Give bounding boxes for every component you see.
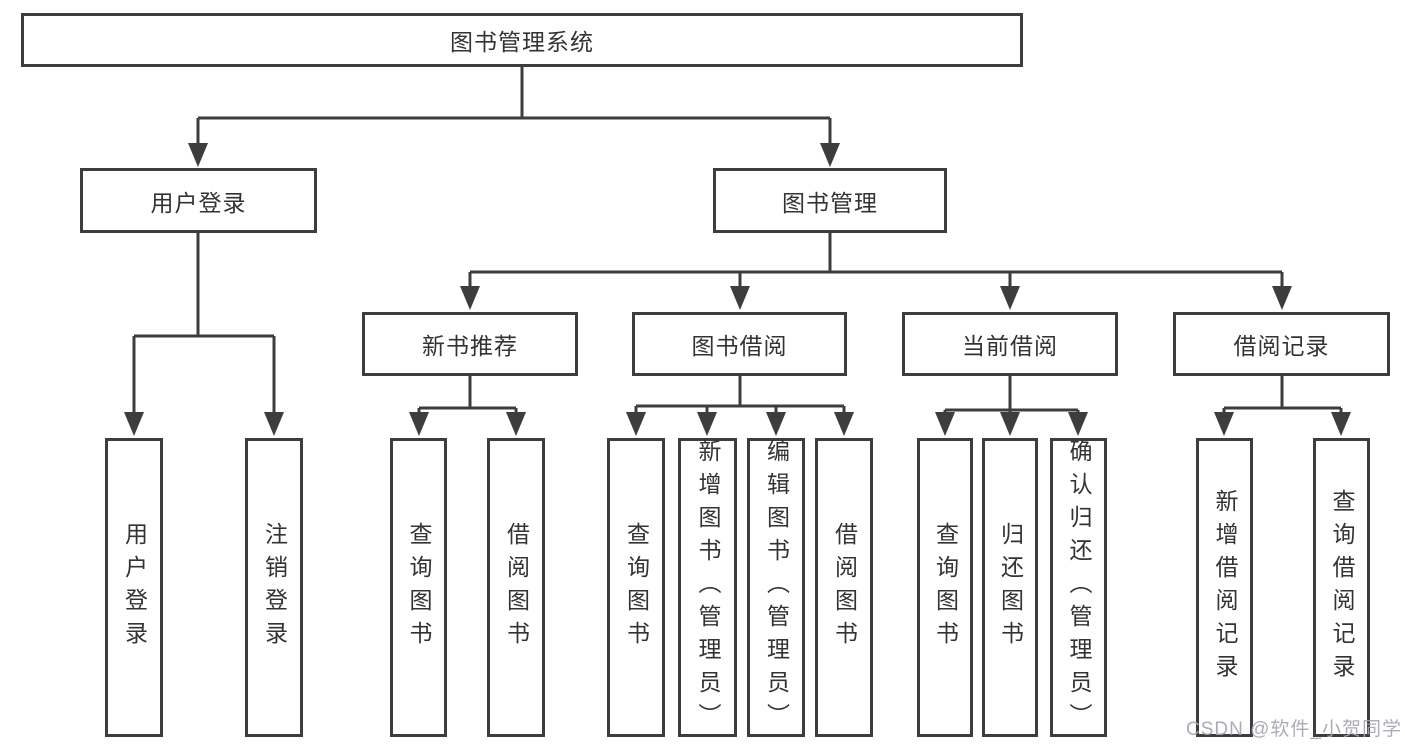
arrowhead-icon [1000,412,1020,436]
node-root-label: 图书管理系统 [450,29,594,55]
node-leaf-borrow-book-2: 借阅图书 [815,438,873,737]
node-leaf-confirm-return-label: 确认归还（管理员） [1066,439,1092,736]
node-leaf-query-book-3-label: 查询图书 [932,521,959,654]
node-leaf-query-book-1-label: 查询图书 [406,521,432,654]
node-leaf-user-login: 用户登录 [105,438,163,737]
node-leaf-logout-label: 注销登录 [261,521,288,654]
connector-book-management-to-level3 [460,233,1292,310]
node-leaf-query-borrow-record-label: 查询借阅记录 [1329,488,1355,687]
node-current-borrow-label: 当前借阅 [962,333,1058,359]
node-leaf-query-book-3: 查询图书 [917,438,973,737]
arrowhead-icon [506,412,526,436]
arrowhead-icon [264,412,284,436]
arrowhead-icon [820,143,840,167]
arrowhead-icon [697,412,717,436]
arrowhead-icon [1068,412,1088,436]
node-leaf-query-book-2-label: 查询图书 [623,521,650,654]
node-leaf-query-book-2: 查询图书 [607,438,665,737]
csdn-watermark: CSDN @软件_小贺同学 [1186,719,1402,740]
node-new-book-recommend-label: 新书推荐 [422,333,518,359]
node-user-login: 用户登录 [80,168,317,233]
node-book-management-label: 图书管理 [782,189,878,216]
node-leaf-borrow-book-2-label: 借阅图书 [831,521,858,654]
arrowhead-icon [935,412,955,436]
arrowhead-icon [1000,286,1020,310]
connector-new-book-recommend-to-leaves [409,376,526,436]
arrowhead-icon [124,412,144,436]
arrowhead-icon [1214,412,1234,436]
connector-current-borrow-to-leaves [935,376,1088,436]
connector-root-to-level2 [188,67,840,167]
node-leaf-edit-book-label: 编辑图书（管理员） [763,439,790,736]
node-leaf-query-book-1: 查询图书 [390,438,447,737]
arrowhead-icon [730,286,750,310]
node-current-borrow: 当前借阅 [902,312,1118,376]
node-book-management: 图书管理 [713,168,947,233]
node-root: 图书管理系统 [21,13,1023,67]
node-leaf-add-book: 新增图书（管理员） [678,438,737,737]
node-leaf-user-login-label: 用户登录 [121,521,148,654]
node-user-login-label: 用户登录 [150,189,247,216]
node-borrow-records-label: 借阅记录 [1233,333,1330,359]
node-book-borrow: 图书借阅 [632,312,847,376]
arrowhead-icon [460,286,480,310]
arrowhead-icon [1272,286,1292,310]
node-leaf-return-book: 归还图书 [982,438,1038,737]
node-leaf-borrow-book-1: 借阅图书 [487,438,545,737]
arrowhead-icon [409,412,429,436]
connector-borrow-records-to-leaves [1214,376,1351,436]
node-leaf-logout: 注销登录 [245,438,303,737]
node-leaf-query-borrow-record: 查询借阅记录 [1313,438,1370,737]
arrowhead-icon [1331,412,1351,436]
connector-user-login-to-leaves [124,233,284,436]
node-leaf-add-borrow-record-label: 新增借阅记录 [1212,488,1238,687]
node-borrow-records: 借阅记录 [1173,312,1390,376]
node-leaf-confirm-return: 确认归还（管理员） [1050,438,1107,737]
node-book-borrow-label: 图书借阅 [691,333,788,359]
node-leaf-add-book-label: 新增图书（管理员） [695,439,721,736]
arrowhead-icon [188,143,208,167]
arrowhead-icon [626,412,646,436]
node-new-book-recommend: 新书推荐 [362,312,578,376]
node-leaf-borrow-book-1-label: 借阅图书 [503,521,530,654]
node-leaf-edit-book: 编辑图书（管理员） [747,438,805,737]
node-leaf-return-book-label: 归还图书 [997,521,1024,654]
connector-book-borrow-to-leaves [626,376,854,436]
arrowhead-icon [766,412,786,436]
arrowhead-icon [834,412,854,436]
node-leaf-add-borrow-record: 新增借阅记录 [1196,438,1253,737]
